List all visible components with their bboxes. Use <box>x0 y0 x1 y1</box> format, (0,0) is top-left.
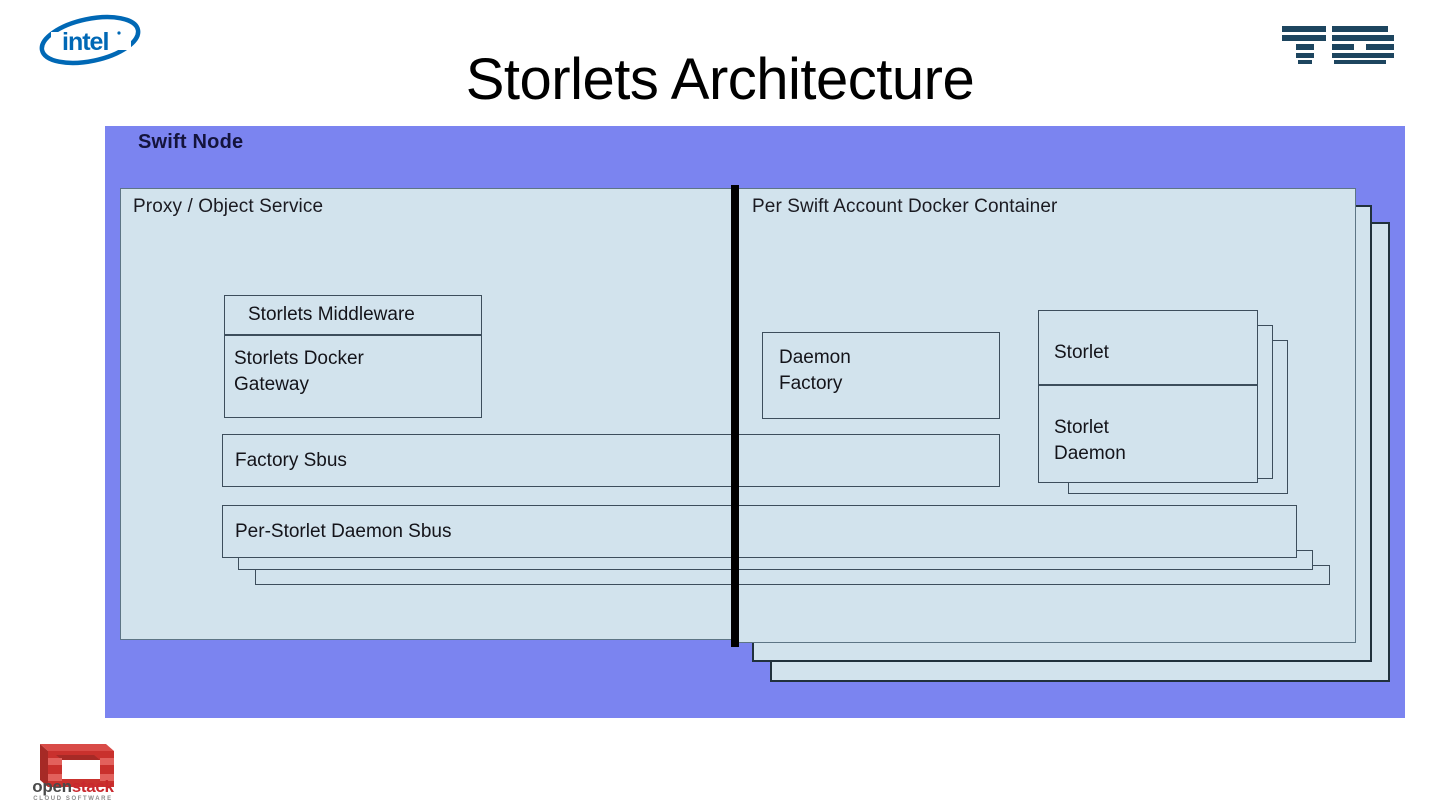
storlet-daemon-box <box>1038 385 1258 483</box>
openstack-tagline: CLOUD SOFTWARE <box>33 796 113 802</box>
storlets-docker-gateway-label: Storlets Docker Gateway <box>234 348 364 395</box>
per-storlet-daemon-sbus-box <box>222 505 1297 558</box>
partner-bars-logo <box>1282 26 1394 64</box>
docker-container-title: Per Swift Account Docker Container <box>752 196 1058 217</box>
storlets-docker-gateway-box <box>224 335 482 418</box>
proxy-docker-divider <box>731 185 739 647</box>
storlet-label: Storlet <box>1054 342 1109 363</box>
storlets-middleware-label: Storlets Middleware <box>248 304 415 325</box>
svg-text:intel: intel <box>62 28 108 56</box>
storlet-box <box>1038 310 1258 385</box>
daemon-factory-box <box>762 332 1000 419</box>
openstack-wordmark: openstack <box>18 777 128 797</box>
factory-sbus-box <box>222 434 1000 487</box>
per-storlet-daemon-sbus-label: Per-Storlet Daemon Sbus <box>235 521 452 542</box>
openstack-word-open: open <box>32 777 72 796</box>
openstack-logo-icon <box>40 744 114 787</box>
openstack-word-stack: stack <box>71 777 114 796</box>
proxy-object-service-title: Proxy / Object Service <box>133 196 324 217</box>
factory-sbus-label: Factory Sbus <box>235 450 347 471</box>
storlet-daemon-label: Storlet Daemon <box>1054 417 1126 464</box>
page-title: Storlets Architecture <box>465 47 975 112</box>
swift-node-label: Swift Node <box>138 131 244 153</box>
storlets-middleware-box <box>224 295 482 335</box>
daemon-factory-label: Daemon Factory <box>779 347 851 394</box>
intel-logo: intel <box>39 14 141 66</box>
